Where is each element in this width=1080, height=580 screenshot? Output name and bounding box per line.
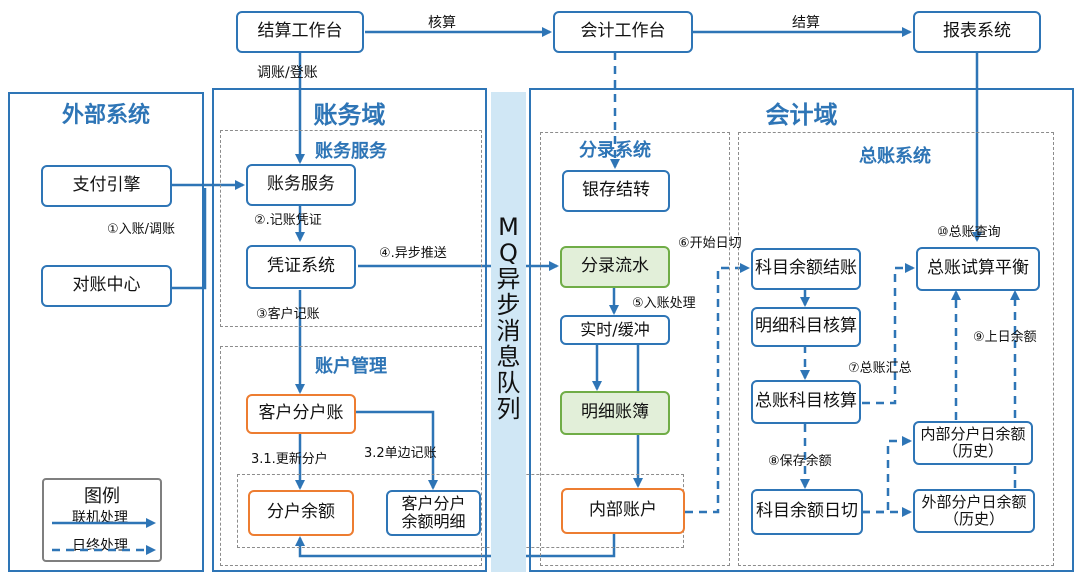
detail-subject-accounting-box: 明细科目核算 bbox=[751, 307, 861, 347]
bank-carry-label: 银存结转 bbox=[582, 180, 650, 201]
gl-subject-accounting-label: 总账科目核算 bbox=[755, 391, 857, 412]
sub-balance-label: 分户余额 bbox=[267, 502, 335, 523]
label-entry-process: ⑤入账处理 bbox=[632, 296, 696, 311]
accounting-domain-title: 会计域 bbox=[765, 101, 838, 129]
label-day-cut: ⑥开始日切 bbox=[678, 236, 742, 251]
legend-title: 图例 bbox=[84, 486, 120, 507]
ledger-service-subregion bbox=[220, 130, 482, 327]
customer-sub-ledger-box: 客户分户账 bbox=[246, 394, 356, 434]
external-system-title: 外部系统 bbox=[61, 103, 150, 128]
mq-char: Q bbox=[499, 239, 518, 267]
ledger-domain-title: 账务域 bbox=[313, 101, 386, 129]
subject-balance-close-box: 科目余额结账 bbox=[751, 248, 861, 290]
gl-system-subregion bbox=[738, 132, 1054, 566]
ledger-service-title: 账务服务 bbox=[315, 141, 387, 162]
subject-balance-day-cut-box: 科目余额日切 bbox=[751, 489, 863, 535]
subject-balance-day-cut-label: 科目余额日切 bbox=[756, 501, 858, 522]
customer-sub-ledger-label: 客户分户账 bbox=[258, 403, 344, 424]
accounting-workbench-label: 会计工作台 bbox=[580, 21, 666, 42]
legend-dashed-arrow-icon bbox=[52, 545, 156, 555]
detail-ledger-box: 明细账簿 bbox=[560, 391, 670, 435]
accounting-workbench-box: 会计工作台 bbox=[553, 11, 693, 53]
voucher-system-label: 凭证系统 bbox=[267, 256, 335, 277]
label-customer-post: ③客户记账 bbox=[256, 307, 320, 322]
bank-carry-box: 银存结转 bbox=[562, 170, 670, 212]
mq-char: 列 bbox=[496, 395, 521, 423]
mq-char: 步 bbox=[496, 291, 521, 319]
gl-subject-accounting-box: 总账科目核算 bbox=[751, 380, 861, 424]
subject-balance-close-label: 科目余额结账 bbox=[755, 258, 857, 279]
arrow-label-adjust-post: 调账/登账 bbox=[257, 65, 318, 81]
reconciliation-center-label: 对账中心 bbox=[72, 275, 141, 296]
ledger-domain-region bbox=[212, 88, 487, 572]
payment-engine-label: 支付引擎 bbox=[72, 175, 141, 196]
external-sub-daily-balance-box: 外部分户日余额（历史） bbox=[913, 489, 1035, 533]
sub-balance-box: 分户余额 bbox=[248, 490, 354, 536]
gl-trial-balance-label: 总账试算平衡 bbox=[927, 258, 1029, 279]
label-record-voucher: ②.记账凭证 bbox=[254, 213, 322, 228]
label-post-adjust: ①入账/调账 bbox=[107, 222, 176, 237]
mq-char: 消 bbox=[496, 317, 521, 345]
detail-ledger-label: 明细账簿 bbox=[581, 402, 649, 423]
ledger-service-label: 账务服务 bbox=[267, 174, 335, 195]
detail-subject-accounting-label: 明细科目核算 bbox=[755, 316, 857, 337]
accounting-domain-region bbox=[529, 88, 1074, 572]
realtime-buffer-box: 实时/缓冲 bbox=[560, 315, 670, 345]
arrow-label-settle: 结算 bbox=[792, 15, 820, 31]
internal-account-label: 内部账户 bbox=[589, 500, 657, 521]
report-system-box: 报表系统 bbox=[913, 11, 1041, 53]
label-async-push: ④.异步推送 bbox=[379, 246, 447, 261]
label-gl-summary: ⑦总账汇总 bbox=[848, 361, 912, 376]
internal-sub-daily-balance-label: 内部分户日余额（历史） bbox=[920, 424, 1026, 460]
external-sub-daily-balance-label: 外部分户日余额（历史） bbox=[921, 492, 1027, 528]
report-system-label: 报表系统 bbox=[943, 21, 1011, 42]
mq-char: M bbox=[498, 213, 519, 241]
gl-system-title: 总账系统 bbox=[859, 146, 931, 167]
customer-sub-balance-detail-box: 客户分户余额明细 bbox=[386, 490, 481, 536]
internal-sub-daily-balance-box: 内部分户日余额（历史） bbox=[913, 421, 1033, 465]
entry-system-title: 分录系统 bbox=[579, 140, 651, 161]
label-save-balance: ⑧保存余额 bbox=[768, 454, 832, 469]
reconciliation-center-box: 对账中心 bbox=[41, 265, 172, 307]
label-prev-day-balance: ⑨上日余额 bbox=[973, 330, 1037, 345]
account-mgmt-title: 账户管理 bbox=[315, 356, 387, 377]
internal-account-box: 内部账户 bbox=[561, 488, 685, 534]
customer-sub-balance-detail-label: 客户分户余额明细 bbox=[401, 493, 466, 531]
legend-solid-arrow-icon bbox=[52, 518, 156, 528]
label-gl-query: ⑩总账查询 bbox=[937, 225, 1001, 240]
label-update-sub: 3.1.更新分户 bbox=[251, 452, 328, 467]
gl-trial-balance-box: 总账试算平衡 bbox=[916, 247, 1040, 291]
arrow-label-check: 核算 bbox=[428, 15, 456, 31]
mq-async-queue: M Q 异 步 消 息 队 列 bbox=[491, 92, 526, 572]
ledger-service-box: 账务服务 bbox=[246, 164, 356, 206]
legend-box: 图例 联机处理 日终处理 bbox=[42, 478, 162, 562]
settlement-workbench-label: 结算工作台 bbox=[257, 21, 343, 42]
entry-flow-box: 分录流水 bbox=[560, 246, 670, 288]
mq-char: 队 bbox=[496, 369, 521, 397]
mq-char: 息 bbox=[496, 343, 521, 371]
label-single-entry: 3.2单边记账 bbox=[364, 446, 437, 461]
entry-system-subregion bbox=[540, 132, 730, 566]
settlement-workbench-box: 结算工作台 bbox=[236, 11, 364, 53]
voucher-system-box: 凭证系统 bbox=[246, 245, 356, 289]
entry-flow-label: 分录流水 bbox=[581, 256, 649, 277]
external-system-region bbox=[8, 92, 204, 572]
mq-char: 异 bbox=[496, 265, 521, 293]
account-mgmt-subregion bbox=[220, 346, 482, 566]
payment-engine-box: 支付引擎 bbox=[41, 165, 172, 207]
realtime-buffer-label: 实时/缓冲 bbox=[580, 319, 650, 339]
